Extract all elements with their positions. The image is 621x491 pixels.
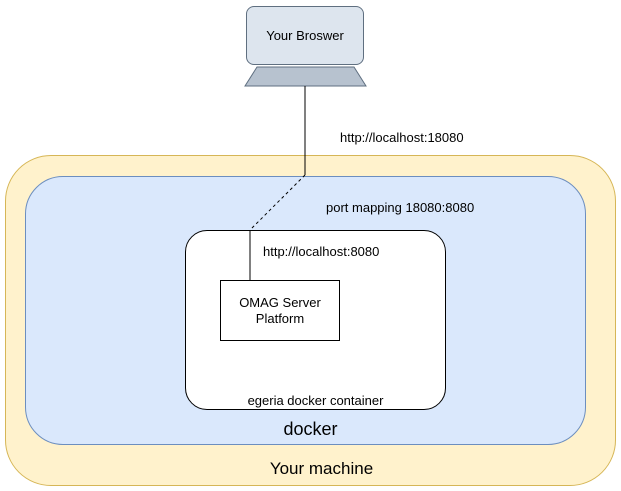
port-mapping-line: [249, 174, 306, 231]
omag-server-platform-node: OMAG Server Platform: [220, 280, 340, 341]
browser-node: Your Broswer: [246, 6, 364, 65]
server-label-line1: OMAG Server: [239, 294, 321, 310]
browser-label: Your Broswer: [266, 28, 344, 43]
browser-url-label: http://localhost:18080: [340, 130, 464, 145]
port-mapping-label: port mapping 18080:8080: [326, 200, 475, 215]
container-url-label: http://localhost:8080: [263, 244, 380, 259]
docker-label: docker: [283, 419, 338, 439]
machine-label: Your machine: [269, 459, 374, 478]
server-label-line2: Platform: [255, 310, 305, 326]
container-label: egeria docker container: [247, 393, 384, 408]
browser-base: [244, 66, 367, 87]
